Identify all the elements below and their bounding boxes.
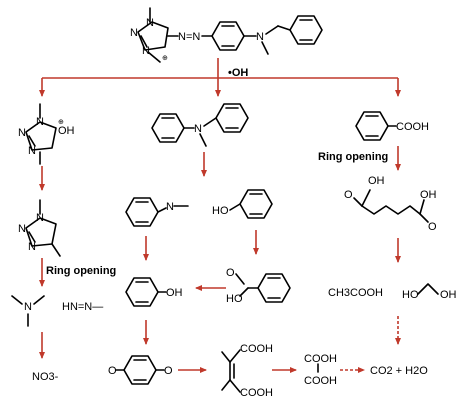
cooh-label: COOH bbox=[240, 387, 273, 399]
o-label: O bbox=[428, 221, 437, 233]
n-atom: N bbox=[36, 116, 44, 128]
n-atom: N bbox=[18, 127, 26, 139]
ho-label: HO bbox=[212, 205, 229, 217]
ring-opening-label-right: Ring opening bbox=[318, 151, 388, 163]
o-label: O bbox=[344, 189, 353, 201]
ring-opening-label-left: Ring opening bbox=[46, 265, 116, 277]
ho-label: HO bbox=[402, 289, 419, 301]
cooh-label: COOH bbox=[240, 343, 273, 355]
o-label: O bbox=[226, 267, 235, 279]
cooh-label: COOH bbox=[304, 375, 337, 387]
n-atom: N bbox=[28, 145, 36, 157]
oxalic-acid-molecule: COOH COOH bbox=[304, 353, 337, 387]
o-label: O bbox=[164, 365, 173, 377]
triazolone-molecule: N N N OH ⊕ bbox=[18, 103, 75, 165]
triazole-n3: N bbox=[142, 45, 150, 57]
triazole-n1: N bbox=[146, 17, 154, 29]
methyl-triazole-molecule: N N N bbox=[18, 199, 61, 257]
azo-fragment: HN=N— bbox=[62, 301, 103, 313]
n-atom: N bbox=[36, 212, 44, 224]
n-methyl-n-benzylaniline-molecule: N bbox=[151, 103, 249, 147]
nitrate-label: NO3- bbox=[32, 371, 59, 383]
hydroxyl-radical-label: •OH bbox=[228, 67, 248, 79]
adipic-acid-molecule: O OH OH O bbox=[344, 175, 437, 233]
benzoquinone-molecule: O O bbox=[108, 355, 173, 385]
triazole-n2: N bbox=[130, 27, 138, 39]
positive-charge: ⊕ bbox=[58, 119, 64, 126]
amine-n: N bbox=[194, 123, 202, 135]
trimethylamine-molecule: N bbox=[11, 295, 45, 327]
acetic-acid-label: CH3COOH bbox=[328, 287, 383, 299]
nh-label: N bbox=[166, 201, 174, 213]
oh-label: OH bbox=[420, 189, 437, 201]
phenol-oh-label: OH bbox=[166, 287, 183, 299]
n-atom: N bbox=[18, 223, 26, 235]
benzyl-alcohol-molecule: HO bbox=[212, 189, 273, 219]
ethylene-glycol-molecule: HO OH bbox=[402, 283, 457, 301]
cooh-label: COOH bbox=[396, 121, 429, 133]
n-atom: N bbox=[28, 241, 36, 253]
amine-n: N bbox=[256, 31, 264, 43]
ho-label: HO bbox=[226, 293, 243, 305]
positive-charge: ⊕ bbox=[162, 55, 168, 62]
azo-group: N=N bbox=[178, 31, 200, 43]
n-methylaniline-molecule: N bbox=[125, 197, 189, 227]
oh-label: OH bbox=[440, 289, 457, 301]
final-products-label: CO2 + H2O bbox=[370, 365, 428, 377]
benzoic-acid-molecule: O HO bbox=[226, 267, 291, 305]
hydroxyl-label: OH bbox=[58, 125, 75, 137]
n-atom: N bbox=[24, 301, 32, 313]
o-label: O bbox=[108, 365, 117, 377]
maleic-acid-molecule: COOH COOH bbox=[221, 343, 273, 399]
oh-label: OH bbox=[368, 175, 385, 187]
cooh-label: COOH bbox=[304, 353, 337, 365]
phenol-molecule: OH bbox=[125, 277, 183, 307]
benzoic-acid-right-molecule: COOH bbox=[355, 111, 429, 141]
parent-dye-molecule: N N N ⊕ N=N N bbox=[130, 7, 323, 63]
